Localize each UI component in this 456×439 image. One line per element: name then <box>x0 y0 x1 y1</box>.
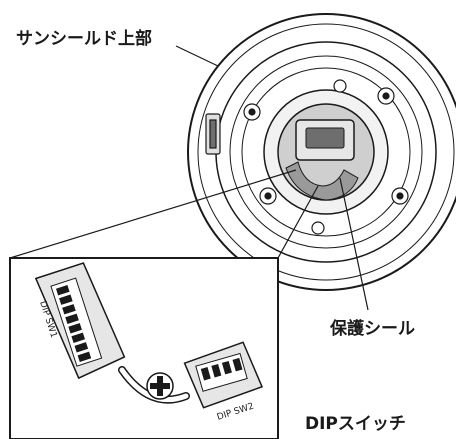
mount-screws <box>243 79 409 235</box>
lens-assembly <box>263 89 389 215</box>
protective-seal-label: 保護シール <box>330 319 415 339</box>
dip-switch-label: DIPスイッチ <box>305 414 406 434</box>
seal-leader-line <box>339 177 369 311</box>
zoom-lines <box>9 169 319 259</box>
sunshield-leader-line <box>175 45 219 67</box>
sunshield-top-label: サンシールド上部 <box>16 29 152 49</box>
dip-sw2 <box>183 341 264 409</box>
screw-icon <box>146 372 174 400</box>
side-connector <box>205 113 221 155</box>
dip-sw1 <box>34 262 126 380</box>
